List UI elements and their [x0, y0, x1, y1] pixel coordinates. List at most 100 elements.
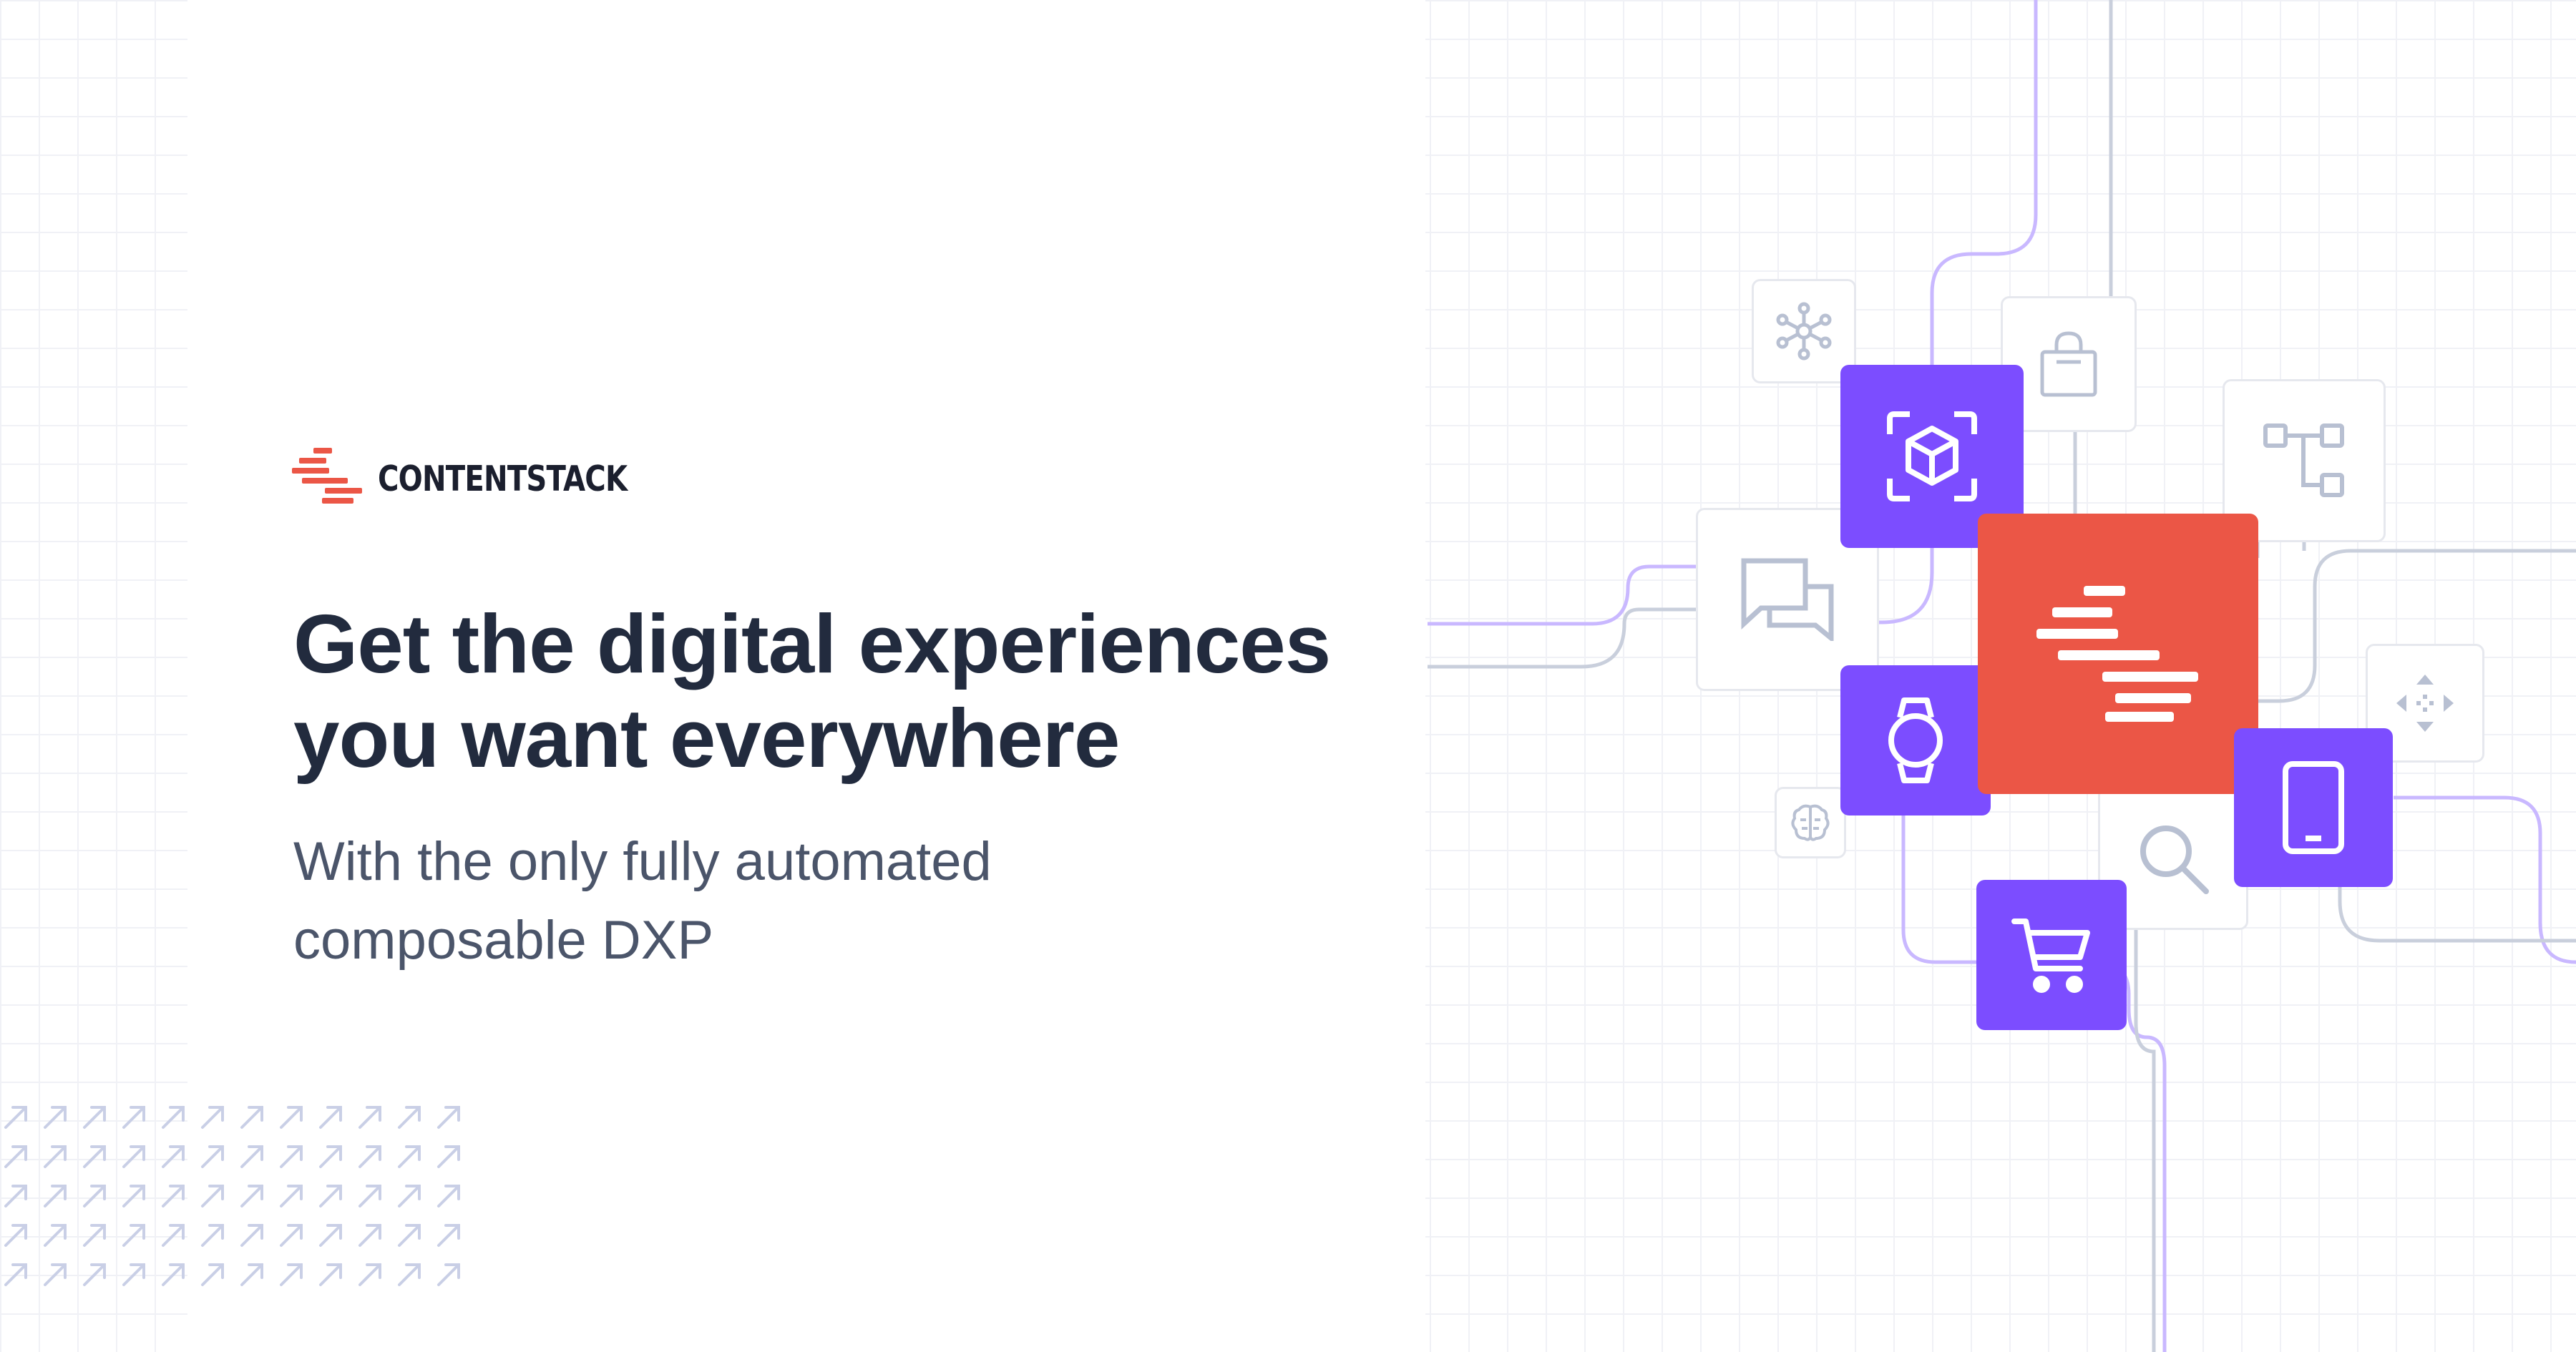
arrow-mark — [122, 1224, 145, 1247]
arrow-mark — [162, 1145, 185, 1168]
arrow-mark — [280, 1185, 303, 1208]
arrow-mark — [44, 1145, 67, 1168]
arrow-mark — [201, 1106, 224, 1129]
arrow-mark — [437, 1224, 460, 1247]
arrow-mark — [319, 1106, 342, 1129]
contentstack-hub-tile[interactable] — [1978, 514, 2258, 794]
arrow-mark — [358, 1145, 381, 1168]
arrow-mark — [162, 1263, 185, 1286]
brand-logo[interactable]: CONTENTSTACK — [292, 448, 682, 509]
network-tile — [1752, 279, 1856, 383]
smartwatch-icon — [1888, 697, 1943, 783]
circuit-line — [1428, 607, 1767, 669]
shopping-cart-tile — [1976, 880, 2127, 1030]
arrow-mark — [44, 1106, 67, 1129]
arrow-mark — [358, 1224, 381, 1247]
arrow-mark — [280, 1263, 303, 1286]
text-panel-background — [187, 0, 1425, 1352]
hierarchy-icon — [2263, 423, 2344, 497]
arrow-mark — [319, 1145, 342, 1168]
logo-wordmark: CONTENTSTACK — [378, 458, 628, 499]
circuit-line — [1901, 815, 2167, 1352]
arrow-mark — [358, 1185, 381, 1208]
circuit-line — [1860, 0, 2038, 624]
smartwatch-tile — [1840, 665, 1991, 815]
arrow-mark — [240, 1106, 263, 1129]
arrow-mark — [162, 1106, 185, 1129]
circuit-line — [1428, 564, 1767, 626]
ar-cube-icon — [1887, 411, 1977, 501]
headline: Get the digital experiences you want eve… — [293, 597, 1410, 785]
arrow-pattern-decoration — [4, 1106, 460, 1286]
arrow-mark — [122, 1263, 145, 1286]
arrow-mark — [83, 1263, 106, 1286]
arrow-mark — [201, 1185, 224, 1208]
subheadline: With the only fully automated composable… — [293, 823, 1295, 980]
arrow-mark — [398, 1106, 421, 1129]
move-arrows-icon — [2396, 675, 2454, 732]
arrow-mark — [162, 1224, 185, 1247]
shopping-bag-icon — [2040, 331, 2097, 397]
arrow-mark — [358, 1106, 381, 1129]
arrow-mark — [240, 1224, 263, 1247]
arrow-mark — [240, 1185, 263, 1208]
arrow-mark — [437, 1185, 460, 1208]
arrow-mark — [240, 1145, 263, 1168]
circuit-line — [2394, 795, 2576, 964]
search-icon — [2140, 826, 2209, 894]
arrow-mark — [201, 1263, 224, 1286]
chat-bubbles-icon — [1741, 558, 1834, 641]
arrow-mark — [4, 1263, 27, 1286]
subheadline-line-1: With the only fully automated — [293, 831, 992, 892]
arrow-mark — [358, 1263, 381, 1286]
circuit-line — [2254, 549, 2576, 703]
arrow-mark — [319, 1185, 342, 1208]
arrow-mark — [44, 1185, 67, 1208]
brain-icon — [1791, 804, 1830, 841]
network-icon — [1776, 302, 1832, 361]
circuit-line — [2134, 930, 2156, 1352]
arrow-mark — [201, 1145, 224, 1168]
arrow-mark — [319, 1263, 342, 1286]
hierarchy-tile — [2223, 379, 2386, 542]
arrow-mark — [83, 1106, 106, 1129]
mobile-phone-icon — [2283, 761, 2344, 854]
subheadline-line-2: composable DXP — [293, 910, 714, 971]
arrow-mark — [122, 1145, 145, 1168]
arrow-mark — [4, 1145, 27, 1168]
arrow-mark — [201, 1224, 224, 1247]
headline-line-1: Get the digital experiences — [293, 597, 1331, 690]
arrow-mark — [4, 1106, 27, 1129]
arrow-mark — [122, 1106, 145, 1129]
arrow-mark — [398, 1263, 421, 1286]
arrow-mark — [4, 1185, 27, 1208]
brain-tile — [1775, 787, 1846, 858]
arrow-mark — [4, 1224, 27, 1247]
circuit-line — [2073, 0, 2113, 515]
arrow-mark — [280, 1106, 303, 1129]
contentstack-logo-icon — [2036, 586, 2198, 722]
arrow-mark — [437, 1263, 460, 1286]
shopping-cart-icon — [2011, 919, 2090, 993]
arrow-mark — [44, 1224, 67, 1247]
arrow-mark — [437, 1145, 460, 1168]
arrow-mark — [319, 1224, 342, 1247]
arrow-mark — [280, 1224, 303, 1247]
arrow-mark — [122, 1185, 145, 1208]
arrow-mark — [83, 1224, 106, 1247]
arrow-mark — [280, 1145, 303, 1168]
arrow-mark — [240, 1263, 263, 1286]
arrow-mark — [44, 1263, 67, 1286]
arrow-mark — [398, 1185, 421, 1208]
arrow-mark — [437, 1106, 460, 1129]
contentstack-logo-icon — [292, 448, 362, 504]
arrow-mark — [83, 1145, 106, 1168]
circuit-line — [2338, 880, 2576, 943]
arrow-mark — [398, 1145, 421, 1168]
mobile-phone-tile — [2234, 728, 2393, 887]
arrow-mark — [162, 1185, 185, 1208]
arrow-mark — [83, 1185, 106, 1208]
arrow-mark — [398, 1224, 421, 1247]
headline-line-2: you want everywhere — [293, 692, 1120, 785]
